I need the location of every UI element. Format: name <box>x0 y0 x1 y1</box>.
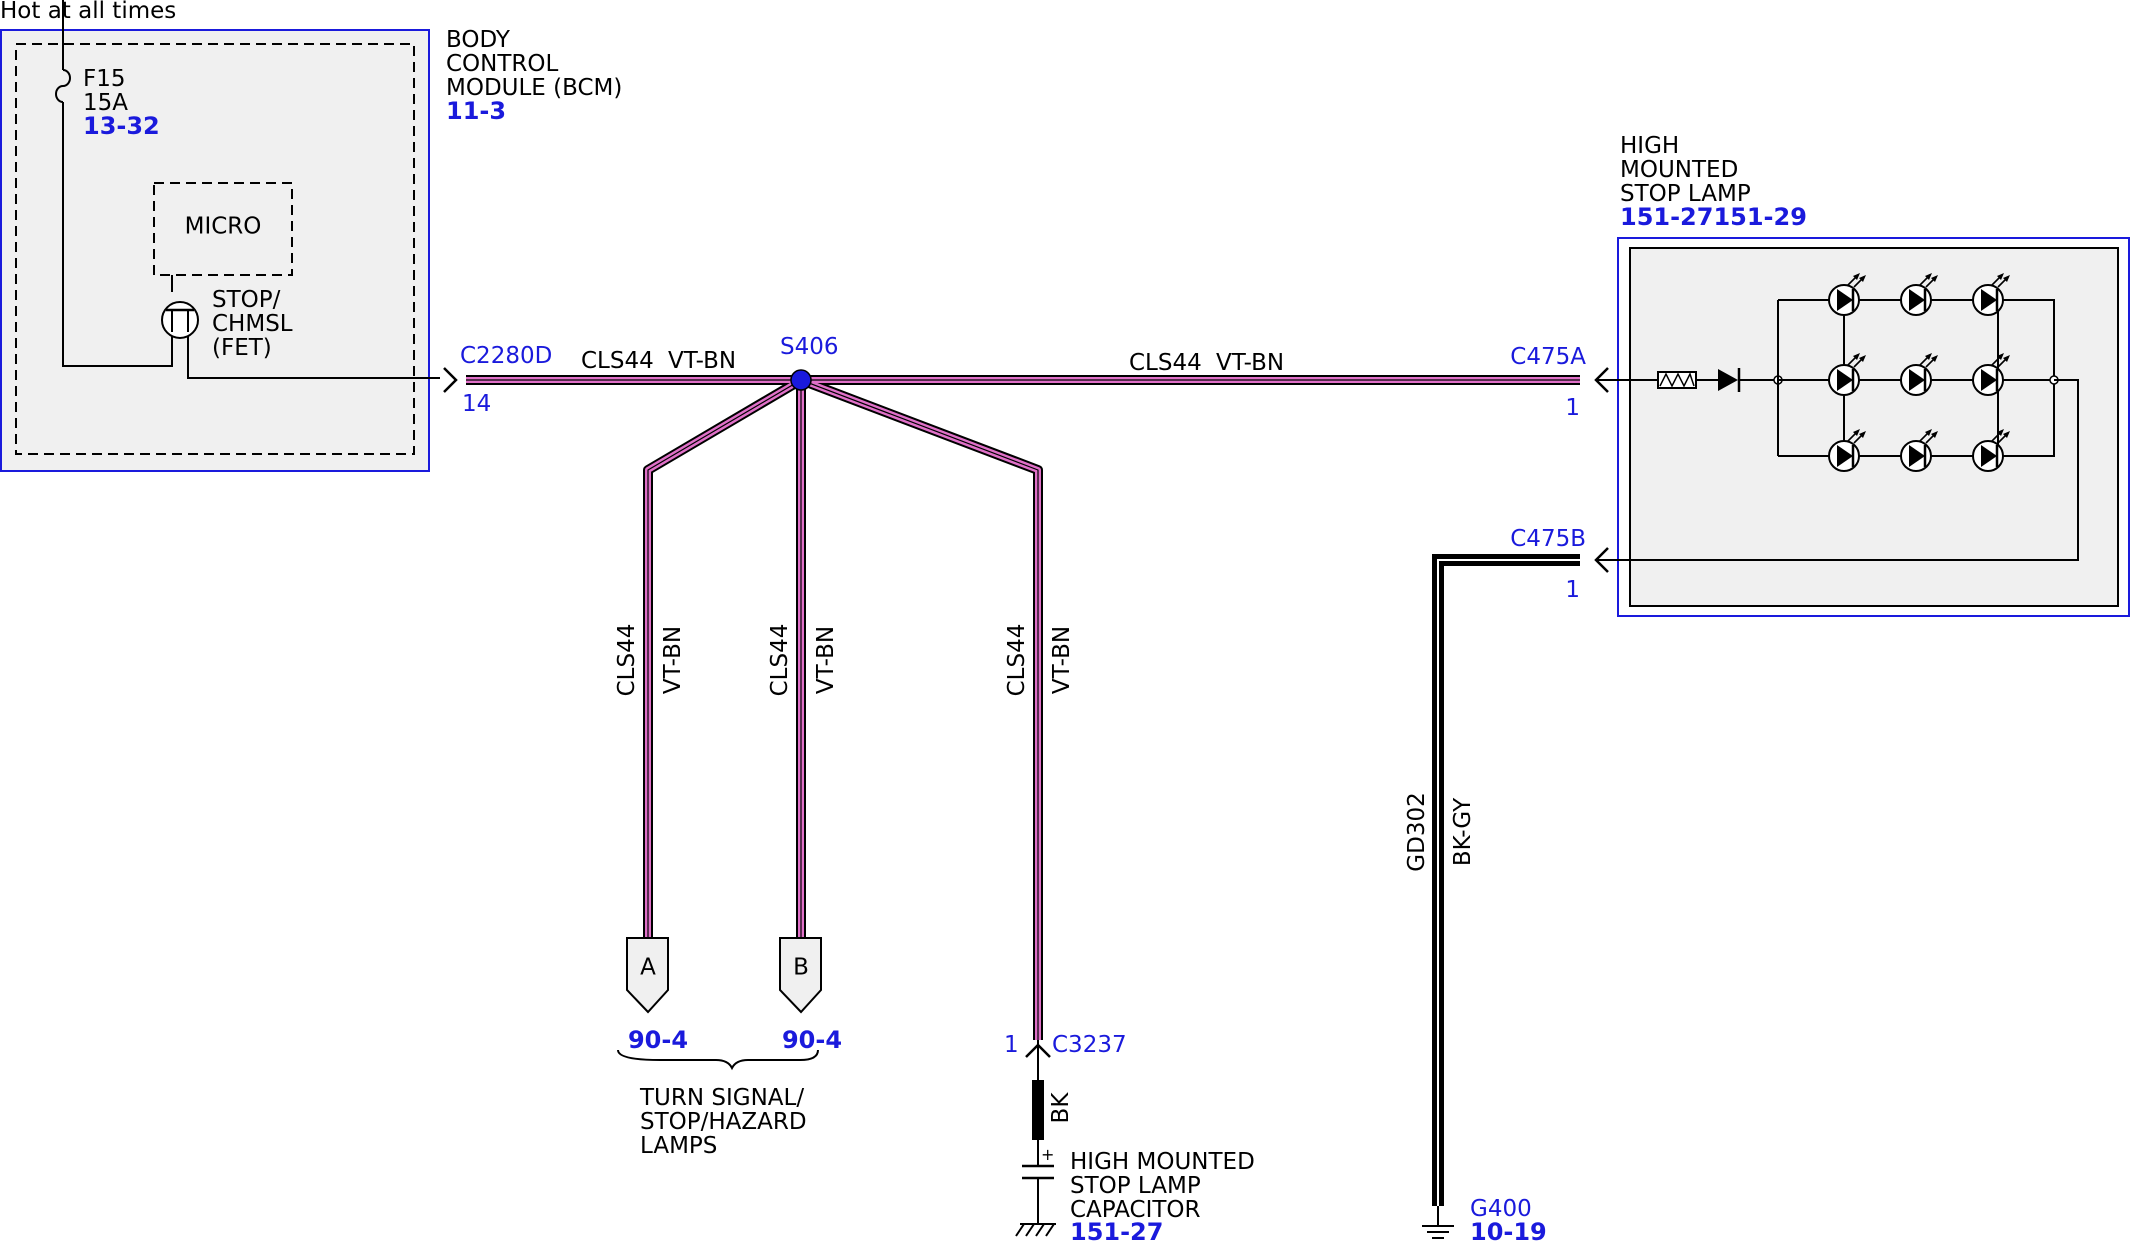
c475b-pin: 1 <box>1565 577 1580 603</box>
turn-lamp-ref-b[interactable]: 90-4 <box>782 1026 842 1054</box>
turn-lamp-group-brace <box>617 1049 819 1071</box>
fuse-symbol <box>55 69 71 103</box>
hmsl-housing <box>1629 247 2119 607</box>
c475a-name[interactable]: C475A <box>1510 344 1586 370</box>
splice-name[interactable]: S406 <box>780 334 839 360</box>
wire-color-left: VT-BN <box>668 348 736 374</box>
fuse-name: F15 <box>83 66 126 92</box>
capacitor-plus: + <box>1041 1145 1054 1164</box>
capacitor-title-line1: HIGH MOUNTED <box>1070 1149 1255 1175</box>
fet-icon <box>161 301 199 339</box>
bcm-title-line3: MODULE (BCM) <box>446 75 622 101</box>
turn-lamps-title-line1: TURN SIGNAL/ <box>639 1085 804 1111</box>
wire-bk[interactable] <box>1032 1080 1044 1140</box>
hmsl-title-line2: MOUNTED <box>1620 157 1738 183</box>
driver-label-line2: CHMSL <box>212 311 293 337</box>
branch-b-color: VT-BN <box>813 626 839 694</box>
ground-icon <box>1422 1206 1454 1239</box>
c475a-pin-arrow <box>1594 367 1609 393</box>
ground-wire-circuit: GD302 <box>1404 792 1430 871</box>
ground-ref[interactable]: 10-19 <box>1470 1218 1547 1242</box>
splice-s406[interactable] <box>790 369 812 391</box>
led-array <box>1827 271 2012 473</box>
capacitor-title-line3: CAPACITOR <box>1070 1197 1201 1223</box>
turn-lamp-pin-a[interactable]: A <box>626 937 669 1014</box>
bcm-module: MICRO F15 15A 13-32 STOP/ CHMSL (FET) <box>0 0 440 472</box>
c2280d-name[interactable]: C2280D <box>460 343 552 369</box>
c3237-name[interactable]: C3237 <box>1052 1032 1127 1058</box>
branch-b-circuit: CLS44 <box>767 624 793 697</box>
wire-circuit-left: CLS44 <box>581 348 654 374</box>
c2280d-pin: 14 <box>462 391 491 417</box>
c3237-pin-arrow <box>1025 1043 1051 1058</box>
ground-wire-color: BK-GY <box>1450 797 1476 866</box>
bcm-outline <box>0 29 430 472</box>
c475a-pin: 1 <box>1565 395 1580 421</box>
ground-name[interactable]: G400 <box>1470 1196 1532 1222</box>
bcm-ref[interactable]: 11-3 <box>446 97 506 125</box>
wire-circuit-right: CLS44 <box>1129 350 1202 376</box>
fuse-rating: 15A <box>83 90 128 116</box>
hmsl-ref[interactable]: 151-27151-29 <box>1620 203 1807 231</box>
cap-wire-color: BK <box>1048 1092 1074 1124</box>
wire-color-right: VT-BN <box>1216 350 1284 376</box>
c2280d-pin-arrow <box>443 367 458 393</box>
fuse-ref[interactable]: 13-32 <box>83 112 160 140</box>
capacitor-icon <box>1015 1164 1056 1237</box>
turn-lamp-pin-b[interactable]: B <box>779 937 822 1014</box>
pin-b-label: B <box>793 955 809 981</box>
micro-block <box>153 182 293 276</box>
hmsl-module <box>1596 237 2130 617</box>
turn-lamp-ref-a[interactable]: 90-4 <box>628 1026 688 1054</box>
c475b-name[interactable]: C475B <box>1510 526 1586 552</box>
power-label: Hot at all times <box>0 0 176 24</box>
branch-a-color: VT-BN <box>660 626 686 694</box>
wire-cls44-harness[interactable] <box>466 375 1580 1040</box>
turn-lamps-title-line2: STOP/HAZARD <box>640 1109 807 1135</box>
branch-cap-color: VT-BN <box>1049 626 1075 694</box>
driver-label-line3: (FET) <box>212 335 272 361</box>
capacitor-ref[interactable]: 151-27 <box>1070 1218 1163 1242</box>
hmsl-title-line1: HIGH <box>1620 133 1679 159</box>
capacitor-title-line2: STOP LAMP <box>1070 1173 1201 1199</box>
c3237-pin: 1 <box>1004 1032 1019 1058</box>
diode-icon <box>1718 368 1741 392</box>
turn-lamps-title-line3: LAMPS <box>640 1133 717 1159</box>
micro-label: MICRO <box>185 214 262 240</box>
bcm-title-line2: CONTROL <box>446 51 559 77</box>
branch-cap-circuit: CLS44 <box>1004 624 1030 697</box>
c475b-pin-arrow <box>1594 547 1609 573</box>
wire-gd302[interactable] <box>1432 554 1580 1206</box>
branch-a-circuit: CLS44 <box>614 624 640 697</box>
bcm-title-line1: BODY <box>446 27 511 53</box>
bcm-internal-boundary <box>15 43 415 455</box>
driver-label-line1: STOP/ <box>212 287 281 313</box>
pin-a-label: A <box>640 955 656 981</box>
hmsl-title-line3: STOP LAMP <box>1620 181 1751 207</box>
